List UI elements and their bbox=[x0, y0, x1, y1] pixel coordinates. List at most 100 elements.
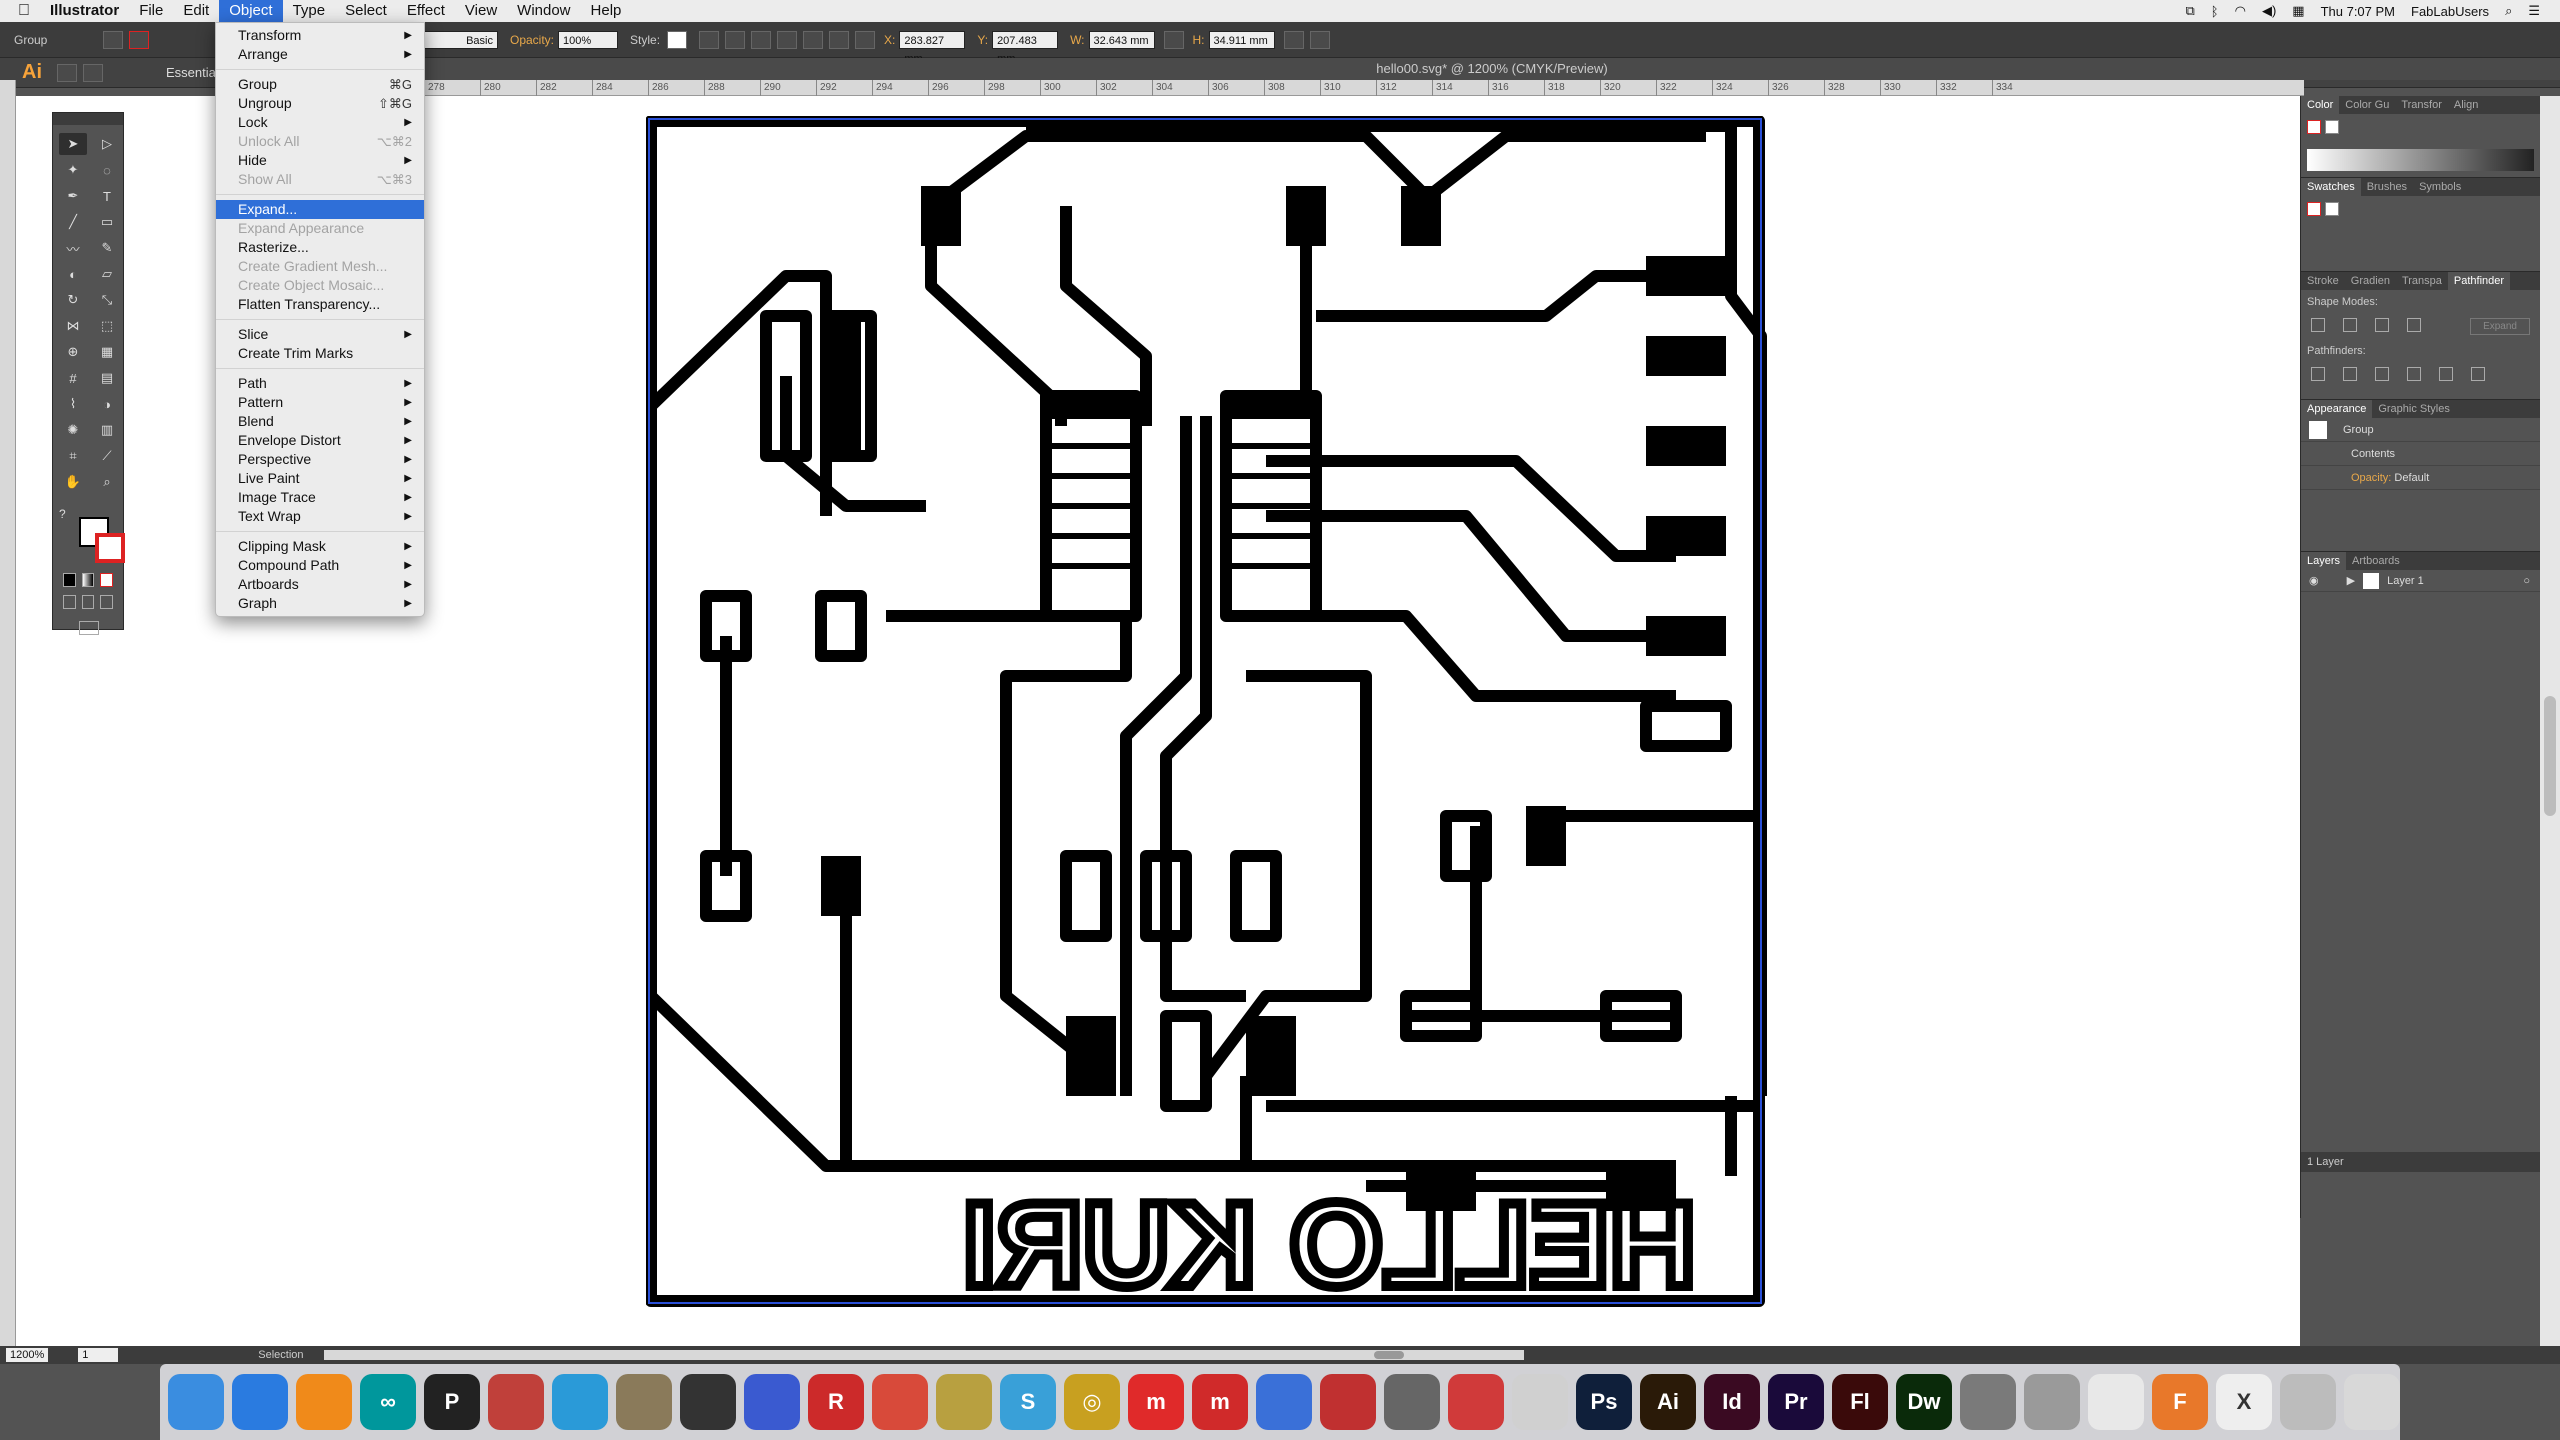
menu-item-hide[interactable]: Hide▶ bbox=[216, 151, 424, 170]
tools-panel-header[interactable] bbox=[53, 113, 123, 125]
tab-stroke[interactable]: Stroke bbox=[2307, 275, 2339, 287]
menu-item-perspective[interactable]: Perspective▶ bbox=[216, 450, 424, 469]
align-left-icon[interactable] bbox=[725, 30, 746, 49]
menu-object[interactable]: Object bbox=[219, 0, 283, 22]
trim-icon[interactable] bbox=[2343, 367, 2357, 381]
menu-item-path[interactable]: Path▶ bbox=[216, 374, 424, 393]
menu-item-lock[interactable]: Lock▶ bbox=[216, 113, 424, 132]
align-top-icon[interactable] bbox=[803, 30, 824, 49]
panel-menu-icon[interactable] bbox=[1309, 30, 1330, 49]
artboard-navigator[interactable]: 1 bbox=[78, 1348, 119, 1362]
flash-icon[interactable]: Fl bbox=[1832, 1374, 1888, 1430]
premiere-icon[interactable]: Pr bbox=[1768, 1374, 1824, 1430]
menu-item-create-trim-marks[interactable]: Create Trim Marks bbox=[216, 344, 424, 363]
menu-file[interactable]: File bbox=[127, 2, 163, 19]
fusion360-icon[interactable]: F bbox=[2152, 1374, 2208, 1430]
pixelmator-icon[interactable]: P bbox=[424, 1374, 480, 1430]
divide-icon[interactable] bbox=[2311, 367, 2325, 381]
color-spectrum-bar[interactable] bbox=[2307, 149, 2534, 171]
tab-color-guide[interactable]: Color Gu bbox=[2345, 99, 2390, 111]
target-icon[interactable]: ◎ bbox=[1064, 1374, 1120, 1430]
appearance-opacity-row[interactable]: Opacity: Default bbox=[2301, 466, 2540, 490]
layer-name[interactable]: Layer 1 bbox=[2387, 574, 2424, 587]
menu-type[interactable]: Type bbox=[280, 2, 326, 19]
slice-tool-icon[interactable]: ⟋ bbox=[102, 448, 112, 463]
rotate-tool-icon[interactable]: ↻ bbox=[67, 292, 79, 307]
menu-item-arrange[interactable]: Arrange▶ bbox=[216, 45, 424, 64]
line-tool-icon[interactable]: ╱ bbox=[69, 214, 77, 229]
intersect-icon[interactable] bbox=[2375, 318, 2389, 332]
hand-tool-icon[interactable]: ✋ bbox=[64, 474, 82, 489]
stroke-color-swatch[interactable] bbox=[95, 533, 125, 563]
dreamweaver-icon[interactable]: Dw bbox=[1896, 1374, 1952, 1430]
menu-item-flatten-transparency[interactable]: Flatten Transparency... bbox=[216, 295, 424, 314]
shape-builder-tool-icon[interactable]: ⊕ bbox=[67, 344, 79, 359]
draw-normal-icon[interactable] bbox=[63, 595, 76, 609]
menu-help[interactable]: Help bbox=[578, 2, 622, 19]
menu-item-artboards[interactable]: Artboards▶ bbox=[216, 575, 424, 594]
align-bottom-icon[interactable] bbox=[855, 30, 876, 49]
vlc-icon[interactable] bbox=[296, 1374, 352, 1430]
paintbrush-tool-icon[interactable]: 〰 bbox=[66, 241, 80, 257]
x-icon[interactable]: X bbox=[2216, 1374, 2272, 1430]
pen-tool-icon[interactable]: ✒ bbox=[67, 188, 79, 203]
style-swatch[interactable] bbox=[667, 30, 688, 49]
tab-swatches[interactable]: Swatches bbox=[2301, 178, 2361, 196]
vertical-scroll-thumb[interactable] bbox=[2544, 696, 2556, 816]
makerbot-icon[interactable]: m bbox=[1128, 1374, 1184, 1430]
menu-item-transform[interactable]: Transform▶ bbox=[216, 26, 424, 45]
ft-icon[interactable] bbox=[1384, 1374, 1440, 1430]
photoshop-icon[interactable]: Ps bbox=[1576, 1374, 1632, 1430]
tab-graphic-styles[interactable]: Graphic Styles bbox=[2378, 403, 2450, 415]
pcb-artwork[interactable]: HELLO KURI bbox=[646, 116, 1776, 1316]
menu-effect[interactable]: Effect bbox=[394, 2, 445, 19]
align-middle-icon[interactable] bbox=[829, 30, 850, 49]
selection-tool-icon[interactable]: ➤ bbox=[59, 133, 87, 155]
zoom-tool-icon[interactable]: ⌕ bbox=[103, 474, 111, 489]
notification-center-icon[interactable]: ☰ bbox=[2528, 3, 2540, 18]
volume-icon[interactable]: ◀︎) bbox=[2261, 3, 2277, 18]
gradient-mode-icon[interactable] bbox=[81, 573, 95, 587]
appearance-group-row[interactable]: Group bbox=[2301, 418, 2540, 442]
sketchup-icon[interactable] bbox=[488, 1374, 544, 1430]
vertical-ruler[interactable] bbox=[0, 80, 16, 1346]
lasso-tool-icon[interactable]: ◌ bbox=[103, 162, 111, 178]
screen-mode-icon[interactable] bbox=[79, 621, 99, 635]
autodesk-icon[interactable] bbox=[1320, 1374, 1376, 1430]
y-field[interactable]: 207.483 mm bbox=[992, 30, 1059, 65]
direct-selection-tool-icon[interactable]: ▷ bbox=[102, 136, 112, 151]
link-icon[interactable] bbox=[1163, 30, 1184, 49]
opacity-field[interactable]: 100% bbox=[558, 30, 619, 49]
fill-stroke-control[interactable]: ? bbox=[59, 507, 125, 567]
align-center-icon[interactable] bbox=[751, 30, 772, 49]
outline-icon[interactable] bbox=[2439, 367, 2453, 381]
swap-fill-stroke-icon[interactable]: ? bbox=[59, 507, 66, 521]
eraser-tool-icon[interactable]: ▱ bbox=[102, 266, 112, 281]
eyedropper-tool-icon[interactable]: ⌇ bbox=[69, 396, 77, 411]
menu-item-envelope-distort[interactable]: Envelope Distort▶ bbox=[216, 431, 424, 450]
menu-item-clipping-mask[interactable]: Clipping Mask▶ bbox=[216, 537, 424, 556]
tab-pathfinder[interactable]: Pathfinder bbox=[2447, 272, 2511, 290]
mesh-tool-icon[interactable]: # bbox=[69, 370, 77, 386]
downloads-icon[interactable] bbox=[2280, 1374, 2336, 1430]
document-tab[interactable]: hello00.svg* @ 1200% (CMYK/Preview) bbox=[424, 58, 2560, 80]
menu-item-group[interactable]: Group⌘G bbox=[216, 75, 424, 94]
align-right-icon[interactable] bbox=[777, 30, 798, 49]
minus-back-icon[interactable] bbox=[2471, 367, 2485, 381]
arduino-icon[interactable]: ∞ bbox=[360, 1374, 416, 1430]
menu-item-slice[interactable]: Slice▶ bbox=[216, 325, 424, 344]
safari-icon[interactable] bbox=[232, 1374, 288, 1430]
artboard-tool-icon[interactable]: ⌗ bbox=[69, 448, 77, 463]
photos-icon[interactable] bbox=[2088, 1374, 2144, 1430]
inkscape-icon[interactable] bbox=[680, 1374, 736, 1430]
indesign-icon[interactable]: Id bbox=[1704, 1374, 1760, 1430]
appearance-contents-row[interactable]: Contents bbox=[2301, 442, 2540, 466]
type-tool-icon[interactable]: T bbox=[103, 188, 111, 204]
symbol-sprayer-tool-icon[interactable]: ✺ bbox=[67, 422, 79, 437]
stroke-swatch[interactable] bbox=[129, 30, 149, 49]
menu-item-expand[interactable]: Expand... bbox=[216, 200, 424, 219]
menu-item-image-trace[interactable]: Image Trace▶ bbox=[216, 488, 424, 507]
recolor-icon[interactable] bbox=[699, 30, 720, 49]
menu-view[interactable]: View bbox=[452, 2, 497, 19]
tab-transparency[interactable]: Transpa bbox=[2401, 275, 2442, 287]
